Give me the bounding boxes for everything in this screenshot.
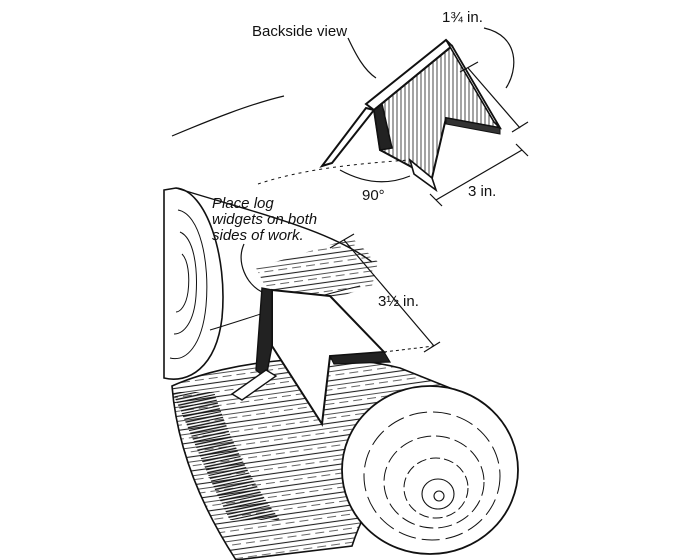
dim-width-line — [467, 67, 521, 129]
depth-dimension-label: 3 in. — [468, 183, 496, 200]
placed-widget-left-board — [255, 287, 273, 380]
dim-depth-line — [435, 149, 523, 201]
backside-view-label: Backside view — [252, 23, 347, 40]
log-assembly — [163, 187, 519, 560]
backside-leader — [347, 37, 377, 79]
dim-height-line-bottom — [423, 341, 441, 353]
placed-widget-bevel — [329, 351, 392, 365]
width-dimension-label: 1¾ in. — [442, 9, 483, 26]
widget-left-flange — [319, 106, 376, 168]
dim-width-leader — [483, 27, 515, 89]
dim-depth-tick-a — [429, 193, 443, 207]
back-log — [163, 187, 373, 380]
note-line-1: Place log — [212, 195, 274, 212]
angle-label: 90° — [362, 187, 385, 204]
dim-depth-tick-b — [515, 143, 529, 157]
widget-right-face — [445, 39, 501, 129]
front-log-endgrain — [341, 385, 519, 555]
angle-arc — [339, 169, 411, 183]
backside-view-widget — [319, 27, 529, 207]
widget-back-block — [408, 157, 438, 193]
note-line-3: sides of work. — [212, 227, 304, 244]
dim-height-line-top — [329, 233, 355, 249]
dim-width-tick-a — [459, 61, 479, 73]
sketch-line-left — [171, 95, 285, 137]
dim-width-tick-b — [511, 121, 529, 133]
sketch-line-mid — [257, 159, 411, 185]
front-log — [171, 358, 519, 560]
dim-height-line — [343, 239, 435, 347]
placed-widget-lower-board — [230, 369, 278, 401]
widget-face — [372, 44, 502, 180]
height-dimension-label: 3½ in. — [378, 293, 419, 310]
note-line-2: widgets on both — [212, 211, 317, 228]
placed-widget — [230, 287, 392, 427]
note-leader — [240, 243, 263, 293]
widget-notch-shadow — [445, 117, 501, 135]
dim-height-extension — [383, 345, 435, 353]
widget-bevel — [373, 102, 393, 151]
front-log-shadow — [172, 392, 280, 520]
